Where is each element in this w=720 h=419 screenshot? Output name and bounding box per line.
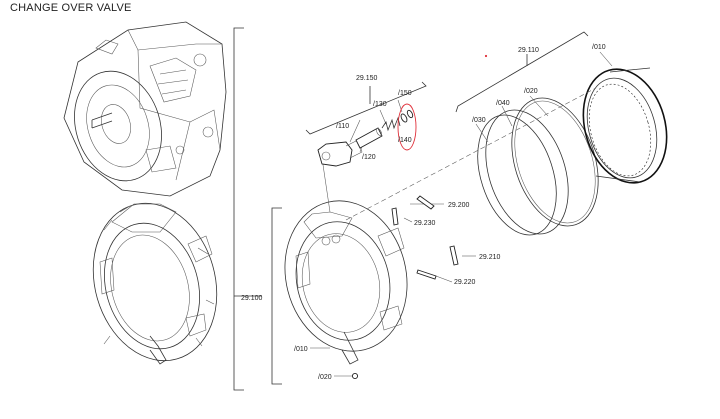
label-040: /040: [496, 100, 510, 107]
label-020-bottom: /020: [318, 374, 332, 381]
valve-housing-assembled: [92, 202, 218, 365]
valve-housing-exploded: [284, 200, 408, 365]
pin-29-220: [416, 269, 437, 280]
label-29-230: 29.230: [414, 220, 436, 227]
bracket-29-100: [233, 27, 262, 391]
pin-29-210: [449, 245, 459, 266]
label-140: /140: [398, 137, 412, 144]
label-29-200: 29.200: [448, 202, 470, 209]
page-title: CHANGE OVER VALVE: [10, 2, 132, 14]
label-29-110: 29.110: [518, 47, 539, 54]
o-ring-140: [406, 109, 414, 119]
piston-120: [355, 127, 383, 149]
pin-29-200: [416, 195, 435, 210]
transmission-assembly: [63, 21, 227, 197]
label-29-150: 29.150: [356, 75, 378, 82]
valve-body-110: [317, 139, 363, 167]
label-010-bottom: /010: [294, 346, 308, 353]
spring-130: [381, 116, 401, 132]
screw-020: [351, 372, 359, 380]
label-29-220: 29.220: [454, 279, 476, 286]
highlight-ring: [397, 54, 488, 151]
label-110: /110: [336, 123, 349, 130]
pin-29-230: [391, 207, 399, 226]
label-010-top: /010: [592, 44, 606, 51]
label-29-210: 29.210: [479, 254, 501, 261]
label-020-top: /020: [524, 88, 538, 95]
label-29-100: 29.100: [241, 295, 263, 302]
leader-lines: [305, 31, 613, 377]
clutch-ring-010: [582, 67, 668, 184]
label-120: /120: [362, 154, 376, 161]
label-150: /150: [398, 90, 412, 97]
washer-150: [400, 113, 408, 123]
callout-labels: 29.150 /150 /130 /110 /120 /140 29.110 /…: [241, 44, 606, 381]
label-130: /130: [373, 101, 387, 108]
label-030: /030: [472, 117, 486, 124]
seal-ring-040: [485, 109, 569, 235]
bracket-right: [271, 207, 282, 385]
